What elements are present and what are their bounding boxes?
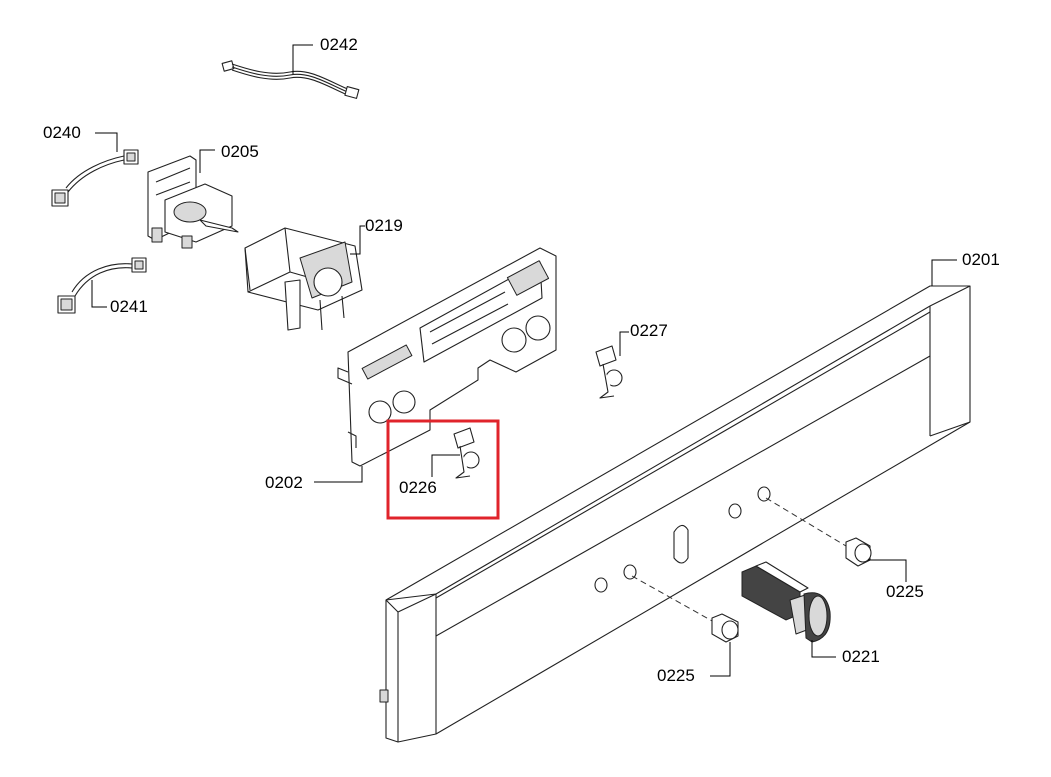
label-0225-left: 0225 bbox=[657, 666, 695, 685]
leader-0219 bbox=[350, 225, 365, 255]
leader-0221 bbox=[811, 640, 836, 658]
part-0227-bracket bbox=[595, 345, 623, 399]
part-0205-switch bbox=[147, 155, 239, 249]
label-0240: 0240 bbox=[43, 123, 81, 142]
label-0205: 0205 bbox=[221, 142, 259, 161]
part-0219-module bbox=[244, 227, 363, 331]
leader-0225-left bbox=[710, 642, 731, 677]
leader-0241 bbox=[91, 280, 107, 308]
leader-0225-right bbox=[868, 559, 907, 582]
highlight-box bbox=[386, 419, 500, 520]
part-0240-wire bbox=[51, 149, 139, 207]
part-0202-frame bbox=[337, 247, 557, 467]
part-0226-bracket bbox=[453, 427, 480, 479]
label-0221: 0221 bbox=[842, 647, 880, 666]
label-0242: 0242 bbox=[320, 35, 358, 54]
assembly-line-left bbox=[631, 575, 715, 623]
leader-0227 bbox=[619, 331, 629, 356]
part-0201-front-panel bbox=[379, 285, 971, 743]
leader-0242 bbox=[292, 44, 313, 74]
part-0225-button-right bbox=[845, 537, 872, 567]
leader-0240 bbox=[95, 132, 118, 152]
part-0225-button-left bbox=[711, 613, 739, 643]
label-0219: 0219 bbox=[365, 216, 403, 235]
assembly-line-right bbox=[765, 497, 847, 547]
label-0202: 0202 bbox=[265, 473, 303, 492]
leader-0202 bbox=[314, 466, 363, 483]
label-0201: 0201 bbox=[962, 250, 1000, 269]
label-0227: 0227 bbox=[630, 321, 668, 340]
part-0241-wire bbox=[57, 257, 147, 314]
leader-0201 bbox=[931, 259, 957, 286]
label-0241: 0241 bbox=[110, 297, 148, 316]
part-0221-knob bbox=[741, 561, 831, 643]
label-0226: 0226 bbox=[399, 478, 437, 497]
part-0242-wire-harness bbox=[221, 60, 360, 99]
leader-0226 bbox=[431, 454, 460, 477]
label-0225-right: 0225 bbox=[886, 582, 924, 601]
leader-0205 bbox=[199, 149, 215, 173]
